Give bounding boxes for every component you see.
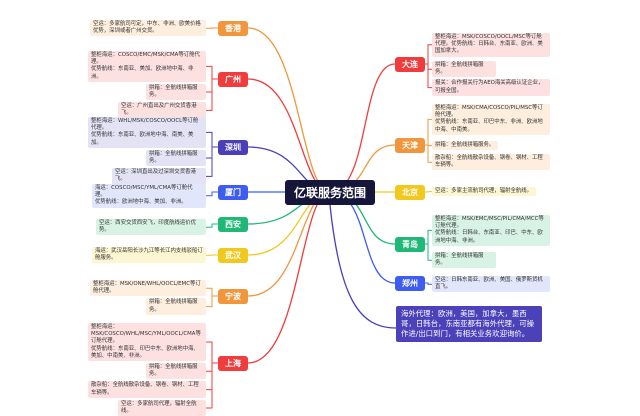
branch-node-6[interactable]: 宁波 (218, 289, 248, 304)
branch-node-0[interactable]: 香港 (218, 21, 248, 36)
service-note[interactable]: 拼箱：全航线拼箱服务。 (146, 84, 206, 100)
service-note[interactable]: 整柜海运：MSK/CMA/COSCO/PIL/MSC等订舱代理。 优势航线：东南… (432, 104, 550, 135)
service-note[interactable]: 整柜海运：WHL/MSK/COSCO/OOCL等订舱代理。 优势航线：东南亚、欧… (88, 117, 206, 148)
note-connector (206, 132, 218, 147)
service-note[interactable]: 散杂船：全航线散杂设备、钢卷、钢材、工程车辆等。 (432, 154, 550, 170)
branch-node-10[interactable]: 北京 (395, 185, 425, 200)
service-note[interactable]: 空运：多家航司可定，中东、非洲、欧美价格优势，深圳或者广州交货。 (90, 20, 206, 36)
service-note[interactable]: 空运：深圳直出及过深圳交货香港飞。 (112, 168, 206, 184)
overseas-agent-note[interactable]: 海外代理：欧洲，美国，加拿大，墨西哥，日韩台，东南亚都有海外代理，可操作进/出口… (396, 306, 542, 342)
note-connector (206, 192, 218, 196)
service-note[interactable]: 整柜海运：COSCO/EMC/MSK/CMA等订舱代理。 优势航线：东南亚、美加… (88, 51, 206, 82)
service-note[interactable]: 海运：COSCO/MSC/YML/CMA等订舱代理。 优势航线：欧洲地中海、美加… (92, 184, 206, 208)
branch-node-4[interactable]: 西安 (218, 217, 248, 232)
service-note[interactable]: 散杂船：全航线散杂设备、钢卷、钢材、工程车辆等。 (88, 381, 206, 397)
service-note[interactable]: 空运：日韩东南亚、欧洲、美国、俄罗斯货机直飞。 (432, 276, 550, 292)
branch-node-8[interactable]: 大连 (395, 57, 425, 72)
branch-node-5[interactable]: 武汉 (218, 248, 248, 263)
service-note[interactable]: 拼箱：全航线拼箱服务。 (146, 298, 206, 314)
branch-line (248, 28, 330, 192)
note-connector (425, 230, 432, 244)
note-connector (206, 296, 218, 307)
branch-node-12[interactable]: 郑州 (395, 276, 425, 291)
note-connector (425, 64, 432, 88)
service-note[interactable]: 拼箱：全航线拼箱服务。 (432, 141, 498, 150)
overseas-line (330, 205, 396, 328)
note-connector (206, 224, 218, 227)
service-note[interactable]: 拼箱：全航线拼箱服务。 (432, 61, 496, 77)
service-note[interactable]: 拼箱：全航线拼箱服务。 (432, 252, 496, 268)
note-connector (206, 79, 218, 110)
branch-node-11[interactable]: 青岛 (395, 237, 425, 252)
branch-node-9[interactable]: 天津 (395, 138, 425, 153)
branch-line (330, 192, 395, 283)
branch-line (248, 79, 330, 192)
note-connector (206, 147, 218, 176)
branch-line (248, 192, 330, 363)
note-connector (425, 45, 432, 64)
service-note[interactable]: 空运：多家航司代理，辐射全航线。 (118, 400, 206, 416)
branch-line (330, 64, 395, 192)
service-note[interactable]: 海运：武汉岳阳长沙九江等长江内支线驳船订舱服务。 (92, 247, 206, 263)
service-note[interactable]: 空运：多家主流航司代理，辐射全航线。 (432, 187, 536, 196)
note-connector (206, 288, 218, 296)
service-note[interactable]: 整柜海运：MSK/ONE/WHL/OOCL/EMC等订舱代理。 (90, 280, 206, 296)
service-note[interactable]: 拼箱：全航线拼箱服务。 (146, 150, 206, 166)
note-connector (206, 66, 218, 79)
note-connector (206, 363, 218, 408)
note-connector (425, 119, 432, 145)
note-connector (425, 145, 432, 162)
branch-node-1[interactable]: 广州 (218, 72, 248, 87)
branch-node-3[interactable]: 厦门 (218, 185, 248, 200)
note-connector (425, 244, 432, 260)
service-note[interactable]: 整柜海运：MSK/COSCO/WHL/MSC/YML/OOCL/CMA等订舱代理… (88, 323, 206, 361)
note-connector (206, 342, 218, 363)
central-topic[interactable]: 亿联服务范围 (285, 180, 375, 205)
service-note[interactable]: 空运：西安交货西安飞，印度航线运价优势。 (96, 219, 206, 235)
branch-node-7[interactable]: 上海 (218, 356, 248, 371)
service-note[interactable]: 整柜海运：MSK/COSCO/OOCL/MSC等订舱代理。优势航线：日韩台、东南… (432, 33, 550, 57)
branch-line (248, 192, 330, 296)
service-note[interactable]: 报关：合作报关行为AEO海关高级认证企业，可报全国。 (432, 79, 550, 95)
service-note[interactable]: 拼箱：全航线拼箱服务。 (146, 363, 206, 379)
note-connector (425, 283, 432, 284)
service-note[interactable]: 整柜海运：MSK/EMC/MSC/PIL/CMA/MCC等订舱代理。 优势航线：… (432, 215, 550, 246)
branch-node-2[interactable]: 深圳 (218, 140, 248, 155)
